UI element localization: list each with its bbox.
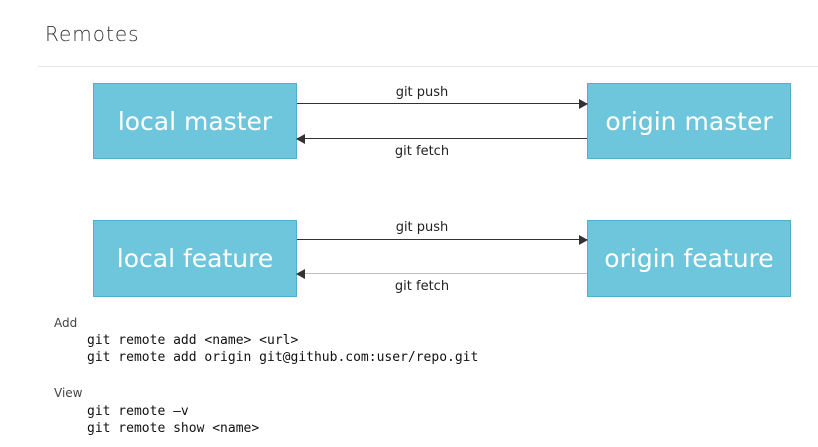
view-section-label: View (54, 386, 83, 400)
master-push-label: git push (395, 85, 449, 100)
view-command-1: git remote –v (87, 404, 189, 419)
local-master-label: local master (117, 106, 273, 136)
feature-fetch-label: git fetch (394, 279, 450, 294)
arrowhead-left-icon (296, 134, 305, 144)
origin-feature-label: origin feature (604, 244, 774, 273)
title-divider (38, 66, 818, 67)
local-feature-box: local feature (93, 220, 297, 297)
add-command-1: git remote add <name> <url> (87, 333, 299, 348)
origin-master-label: origin master (605, 106, 773, 136)
add-section-label: Add (54, 316, 78, 330)
arrowhead-right-icon (579, 99, 588, 109)
origin-feature-box: origin feature (587, 220, 791, 297)
origin-master-box: origin master (587, 83, 791, 159)
add-command-2: git remote add origin git@github.com:use… (87, 350, 479, 365)
feature-push-label: git push (395, 220, 449, 235)
local-feature-label: local feature (116, 244, 274, 273)
arrowhead-left-icon (296, 269, 305, 279)
arrowhead-right-icon (579, 235, 588, 245)
slide-title: Remotes (45, 22, 140, 46)
local-master-box: local master (93, 83, 297, 159)
master-fetch-label: git fetch (394, 144, 450, 159)
view-command-2: git remote show <name> (87, 421, 260, 436)
